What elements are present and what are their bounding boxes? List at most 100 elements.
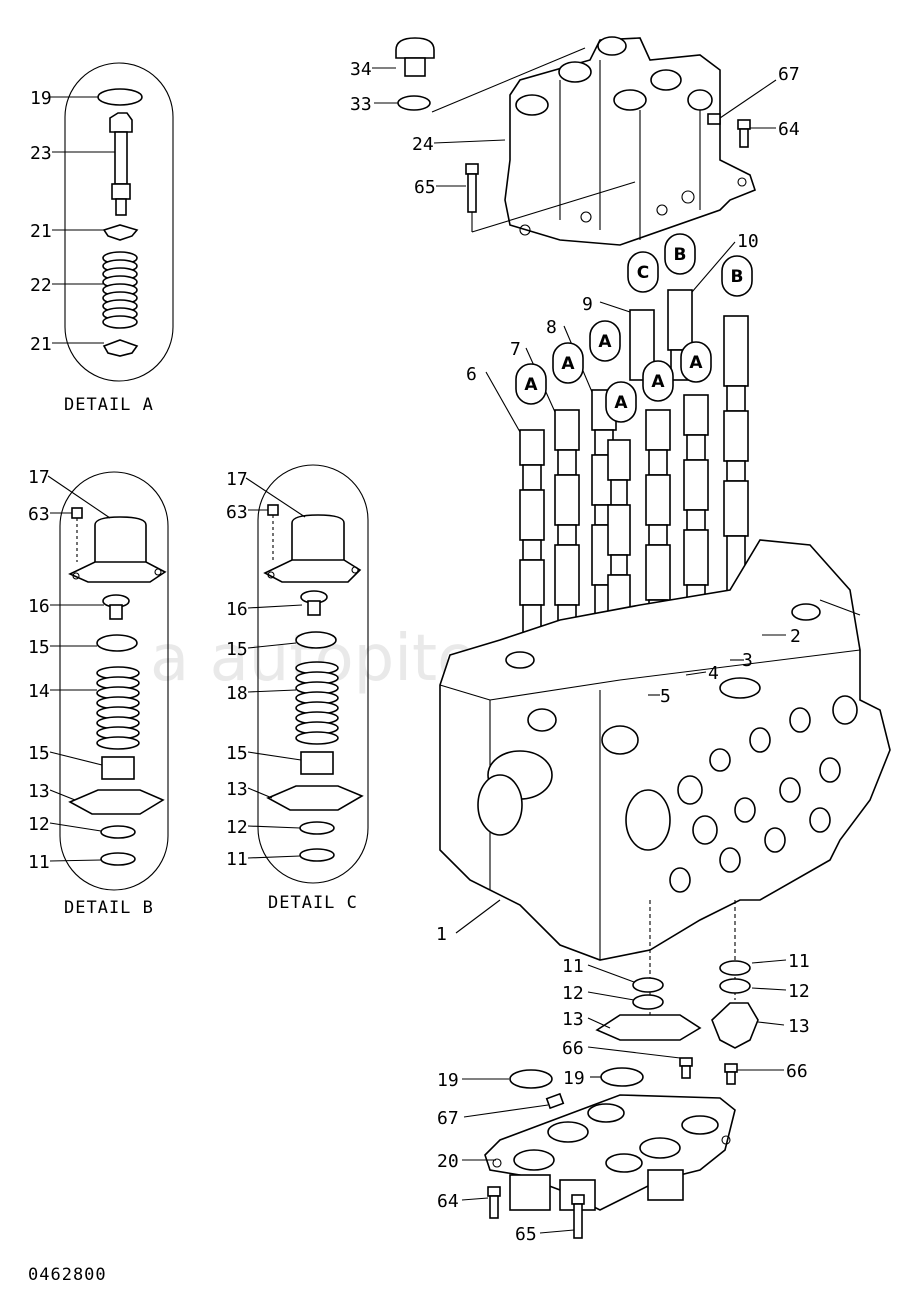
label-b-15-upper: 15 [28,637,50,658]
label-11-left: 11 [562,956,584,977]
plug-34 [395,37,435,59]
valve-body-1: 2 3 4 5 1 [436,539,891,961]
label-34: 34 [350,59,372,80]
label-b-11: 11 [28,852,50,873]
label-a-22: 22 [30,275,52,296]
flange-13-right [711,1002,759,1049]
label-24: 24 [412,134,434,155]
label-4: 4 [708,663,719,684]
label-3: 3 [742,650,753,671]
label-c-63: 63 [226,502,248,523]
bolt-65-lower [571,1194,585,1205]
bubble-a-4: A [605,381,637,423]
label-65-top: 65 [414,177,436,198]
label-b-13: 13 [28,781,50,802]
svg-text:A: A [561,354,575,374]
detail-b-outline [59,471,169,891]
bolt-65-head [465,163,479,175]
bubble-c: C [627,251,659,293]
cover-24 [504,37,756,246]
label-10: 10 [737,231,759,252]
label-c-16: 16 [226,599,248,620]
label-20: 20 [437,1151,459,1172]
label-c-17: 17 [226,469,248,490]
pin-67 [707,113,721,125]
bolt-23-collar [111,183,131,200]
label-b-15-lower: 15 [28,743,50,764]
seat-15-lower [300,751,334,775]
top-cover-assembly: 34 33 24 65 67 64 [350,36,800,246]
ring-11-right [719,960,751,976]
bubble-a-6: A [680,341,712,383]
lower-cover-assembly: 19 19 67 20 64 65 [437,1067,736,1245]
bolt-64-lower [487,1186,501,1197]
spring-22 [102,251,138,329]
flange-13 [68,789,165,815]
label-b-14: 14 [28,681,50,702]
detail-a-outline [64,62,174,382]
label-11-right: 11 [788,951,810,972]
spring-14 [96,666,140,750]
svg-text:A: A [689,353,703,373]
label-65-lower: 65 [515,1224,537,1245]
bolt-66-left [679,1057,693,1067]
valve-body-outline [439,539,891,961]
label-b-12: 12 [28,814,50,835]
flange-13-left [595,1014,702,1041]
callout-bubbles: A A A A A A C B B [515,233,753,423]
label-66-left: 66 [562,1038,584,1059]
label-13-left: 13 [562,1009,584,1030]
detail-a: 19 23 21 22 21 DETAIL A [30,62,174,415]
bolt-23-head [109,112,133,133]
svg-text:B: B [674,245,687,265]
label-5: 5 [660,686,671,707]
plate-21-lower [102,339,139,357]
label-c-15-lower: 15 [226,743,248,764]
spring-18 [295,661,339,745]
label-2: 2 [790,626,801,647]
bolt-63-head [267,504,279,516]
cap-17 [291,514,345,564]
o-ring-19-left [509,1069,553,1089]
label-19-lower-left: 19 [437,1070,459,1091]
bolt-66-right [724,1063,738,1073]
bubble-a-2: A [552,342,584,384]
ring-11 [299,848,335,862]
label-64-lower: 64 [437,1191,459,1212]
o-ring-33 [397,95,431,111]
label-64-top: 64 [778,119,800,140]
svg-text:A: A [524,375,538,395]
bolt-23-thread [115,198,127,216]
ring-11-left [632,977,664,993]
label-9: 9 [582,294,593,315]
svg-text:A: A [598,332,612,352]
ring-12 [299,821,335,835]
spool-8 [591,389,617,616]
bubble-a-1: A [515,363,547,405]
label-a-19: 19 [30,88,52,109]
label-c-11: 11 [226,849,248,870]
detail-c-caption: DETAIL C [268,893,358,913]
pin-67-lower [545,1092,565,1110]
label-66-right: 66 [786,1061,808,1082]
drawing-number: 0462800 [28,1265,107,1285]
o-ring-19-right [600,1067,644,1087]
label-c-18: 18 [226,683,248,704]
lower-seal-left: 11 12 13 66 [562,900,702,1079]
label-c-13: 13 [226,779,248,800]
label-12-left: 12 [562,983,584,1004]
detail-c: 17 63 16 15 18 15 13 12 11 DETAIL C [226,464,369,913]
seat-15-lower [101,756,135,780]
label-c-12: 12 [226,817,248,838]
spool-a-right [683,394,709,621]
svg-text:A: A [614,393,628,413]
detail-c-outline [257,464,369,884]
label-12-right: 12 [788,981,810,1002]
ring-12 [100,825,136,839]
detail-a-caption: DETAIL A [64,395,154,415]
bolt-64-head [737,119,751,130]
bolt-63-head [71,507,83,519]
label-13-right: 13 [788,1016,810,1037]
